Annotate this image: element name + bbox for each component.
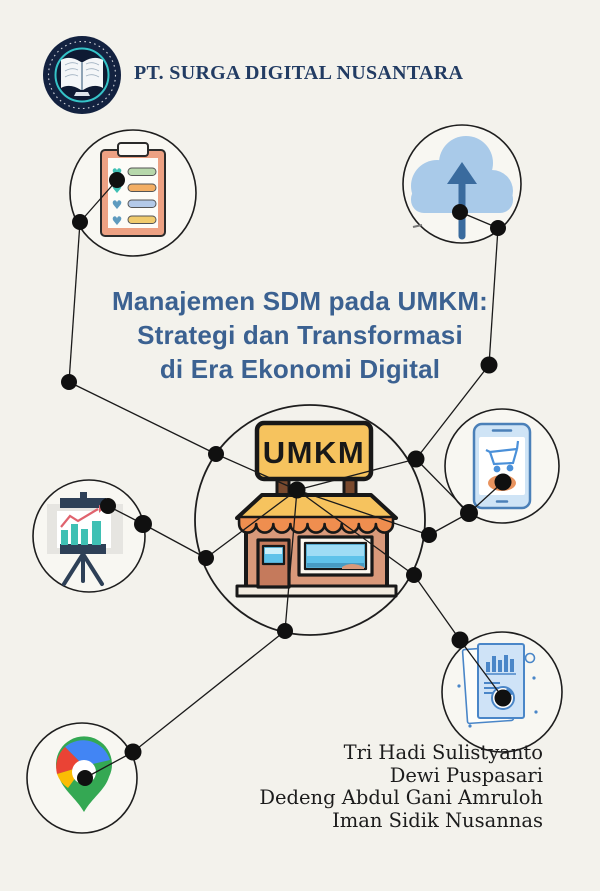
network-node — [460, 504, 478, 522]
title-line-1: Manajemen SDM pada UMKM: — [111, 286, 489, 316]
network-node — [198, 550, 214, 566]
network-node — [421, 527, 437, 543]
network-node — [494, 689, 512, 707]
storefront-door — [256, 538, 291, 589]
network-node — [452, 204, 468, 220]
svg-text:♥: ♥ — [112, 198, 123, 212]
network-node — [451, 631, 469, 649]
svg-text:♥: ♥ — [112, 214, 123, 228]
shopping-cart-glyph — [485, 440, 520, 473]
author-name: Iman Sidik Nusannas — [332, 808, 543, 832]
network-node — [134, 515, 152, 533]
network-node — [208, 446, 224, 462]
publisher-name: PT. SURGA DIGITAL NUSANTARA — [134, 62, 464, 84]
network-node — [100, 498, 116, 514]
mobile-shopping-cart-icon — [472, 422, 532, 510]
author-name: Tri Hadi Sulistyanto — [343, 741, 543, 764]
report-document-icon — [457, 643, 538, 728]
network-node — [407, 450, 425, 468]
network-node — [61, 374, 77, 390]
open-book-logo — [43, 36, 121, 114]
small-dash — [412, 224, 423, 228]
network-node — [124, 743, 142, 761]
umkm-sign-text: UMKM — [263, 435, 365, 470]
network-node — [480, 356, 498, 374]
author-name: Dedeng Abdul Gani Amruloh — [259, 786, 543, 809]
circle-center — [194, 404, 426, 636]
network-nodes — [61, 172, 512, 786]
network-node — [494, 473, 512, 491]
checklist-clipboard-icon: ♥ ♥ ♥ ♥ — [100, 142, 166, 237]
title-line-2: Strategi dan Transformasi — [137, 320, 463, 350]
svg-text:♥: ♥ — [112, 182, 123, 196]
cloud-upload-icon — [411, 136, 513, 240]
network-node — [109, 172, 125, 188]
author-name: Dewi Puspasari — [389, 763, 543, 787]
network-node — [288, 481, 306, 499]
network-node — [277, 623, 293, 639]
umkm-storefront-icon: UMKM — [235, 420, 398, 598]
open-book-glyph — [61, 57, 103, 96]
author-list: Tri Hadi Sulistyanto Dewi Puspasari Dede… — [259, 741, 543, 832]
network-node — [406, 567, 422, 583]
book-title: Manajemen SDM pada UMKM: Strategi dan Tr… — [0, 284, 600, 386]
network-node — [72, 214, 88, 230]
network-node — [77, 770, 93, 786]
network-lines — [68, 179, 504, 779]
storefront-window — [297, 535, 374, 577]
title-line-3: di Era Ekonomi Digital — [159, 354, 441, 384]
network-node — [490, 220, 506, 236]
